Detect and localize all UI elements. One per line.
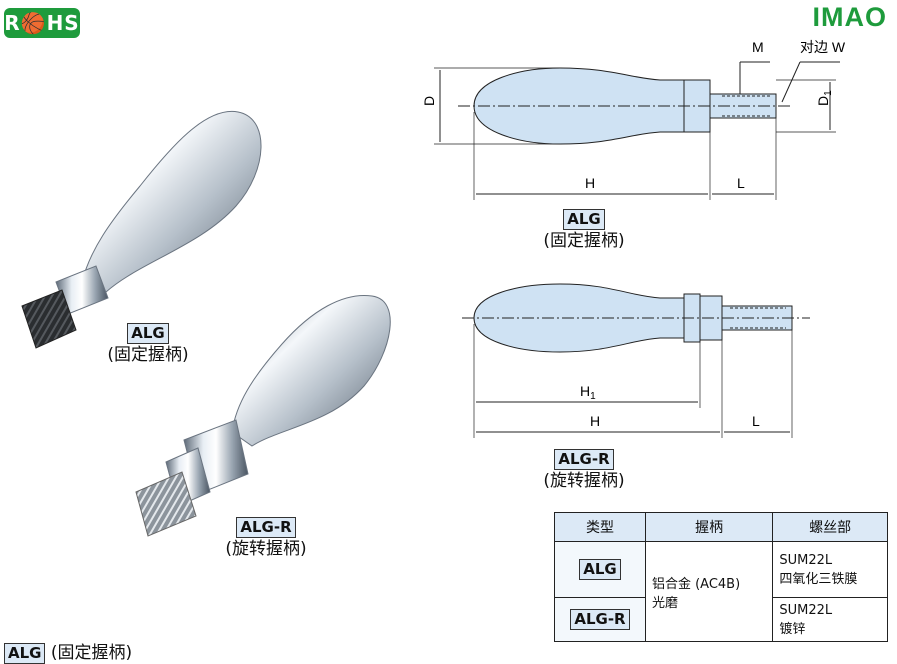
algr-drawing [462,283,810,438]
algr-photo [135,294,391,537]
alg-photo-caption: ALG (固定握柄) [107,323,189,365]
row2-type: ALG-R [570,609,630,630]
algr-drawing-caption: ALG-R (旋转握柄) [543,449,625,491]
row1-screw: SUM22L 四氧化三铁膜 [772,541,888,598]
brand-logo: IMAO [812,2,887,32]
label-D1: D1 [815,90,834,106]
header-type: 类型 [554,512,646,542]
row2-screw: SUM22L 镀锌 [772,597,888,642]
footer-tag: ALG [4,643,46,664]
alg-drawing [434,61,840,200]
alg-drawing-caption: ALG (固定握柄) [543,209,625,251]
label-H-bottom: H [590,413,600,429]
alg-tag: ALG [127,323,169,344]
header-screw: 螺丝部 [772,512,888,542]
algr-photo-caption: ALG-R (旋转握柄) [225,517,307,559]
label-H-top: H [585,175,595,191]
label-D: D [421,96,437,106]
handle-material: 铝合金 (AC4B) 光磨 [644,541,774,642]
label-M: M [752,39,764,55]
algr-tag: ALG-R [236,517,296,538]
spec-table: 类型 握柄 螺丝部 ALG 铝合金 (AC4B) 光磨 SUM22L 四氧化三铁… [554,512,888,642]
row1-type: ALG [579,559,621,580]
rohs-badge: R🏀HS [4,8,80,38]
label-H1: H1 [580,383,596,402]
footer-caption: ALG (固定握柄) [4,638,132,664]
label-L-bottom: L [752,413,760,429]
header-handle: 握柄 [644,512,774,542]
label-L-top: L [737,175,745,191]
label-W: 对边 W [800,39,846,55]
alg-photo [21,110,262,349]
